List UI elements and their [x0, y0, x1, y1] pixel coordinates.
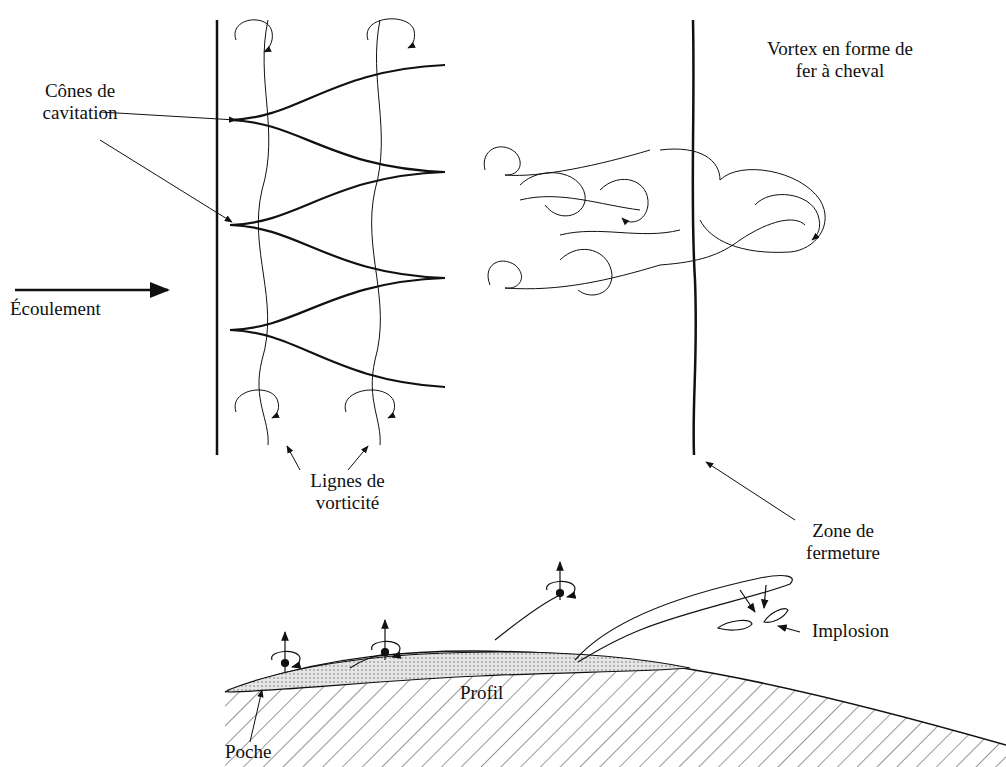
pocket-label: Poche: [225, 741, 305, 763]
cones-label: Cônes de cavitation: [20, 80, 140, 124]
closure-label: Zone de fermeture: [788, 520, 898, 564]
vorticity-label: Lignes de vorticité: [280, 470, 415, 514]
profile-label: Profil: [460, 682, 540, 704]
flow-label: Écoulement: [10, 298, 180, 320]
horseshoe-label: Vortex en forme de fer à cheval: [765, 38, 915, 82]
implosion-label: Implosion: [812, 620, 932, 642]
